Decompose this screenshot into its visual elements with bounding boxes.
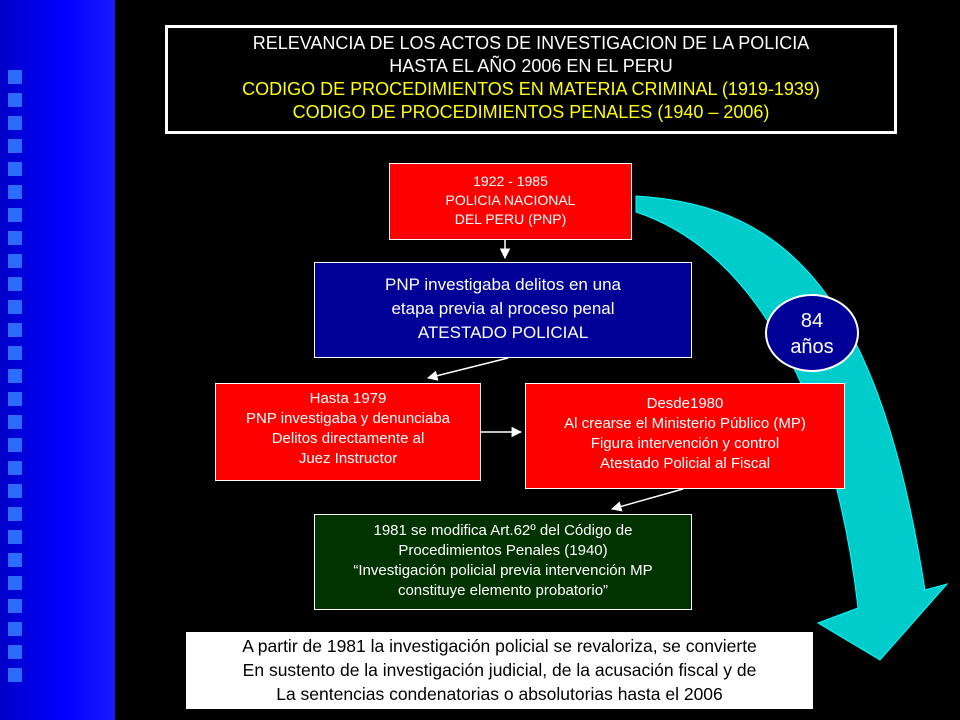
duration-badge: 84 años [765,294,859,372]
pnp-investigation-line: ATESTADO POLICIAL [417,323,589,342]
sidebar-square [8,93,22,107]
reform-1981-box: 1981 se modifica Art.62º del Código de P… [314,514,692,610]
timespan-curved-arrow [635,195,949,661]
sidebar-square [8,507,22,521]
arrow-investigation-to-1979 [426,357,509,381]
since-1980-box: Desde1980 Al crearse el Ministerio Públi… [525,383,845,489]
sidebar-square [8,576,22,590]
conclusion-line: A partir de 1981 la investigación polici… [242,636,757,656]
sidebar-square [8,231,22,245]
sidebar-square [8,484,22,498]
sidebar-square [8,323,22,337]
sidebar-square [8,599,22,613]
sidebar-square [8,369,22,383]
pnp-period-line: POLICIA NACIONAL [445,192,576,208]
sidebar-square [8,415,22,429]
conclusion-line: La sentencias condenatorias o absolutori… [276,684,723,704]
sidebar-square [8,254,22,268]
sidebar-square [8,346,22,360]
sidebar-square [8,162,22,176]
pnp-period-box: 1922 - 1985 POLICIA NACIONAL DEL PERU (P… [389,163,632,240]
reform-1981-line: “Investigación policial previa intervenc… [353,562,653,579]
arrow-1980-to-1981 [610,488,684,512]
since-1980-line: Al crearse el Ministerio Público (MP) [564,415,806,432]
until-1979-line: PNP investigaba y denunciaba [245,410,451,427]
pnp-period-line: 1922 - 1985 [473,173,548,189]
pnp-investigation-line: PNP investigaba delitos en una [385,275,621,294]
sidebar-square [8,185,22,199]
sidebar-square [8,392,22,406]
decorative-sidebar [0,0,115,720]
conclusion-box: A partir de 1981 la investigación polici… [185,631,814,710]
title-line-3: CODIGO DE PROCEDIMIENTOS EN MATERIA CRIM… [242,79,820,99]
sidebar-square [8,70,22,84]
sidebar-square [8,300,22,314]
sidebar-square [8,277,22,291]
reform-1981-line: constituye elemento probatorio” [397,582,609,599]
pnp-investigation-box: PNP investigaba delitos en una etapa pre… [314,262,692,358]
sidebar-square [8,553,22,567]
sidebar-square [8,645,22,659]
until-1979-box: Hasta 1979 PNP investigaba y denunciaba … [215,383,481,481]
since-1980-line: Desde1980 [646,395,724,412]
sidebar-square [8,668,22,682]
pnp-investigation-line: etapa previa al proceso penal [391,299,615,318]
title-line-4: CODIGO DE PROCEDIMIENTOS PENALES (1940 –… [292,102,770,122]
since-1980-line: Atestado Policial al Fiscal [599,455,771,472]
sidebar-square [8,461,22,475]
sidebar-square [8,208,22,222]
duration-unit: años [790,336,834,358]
duration-number: 84 [800,310,824,332]
title-line-2: HASTA EL AÑO 2006 EN EL PERU [389,56,673,76]
reform-1981-line: 1981 se modifica Art.62º del Código de [373,522,633,539]
until-1979-line: Delitos directamente al [271,430,425,447]
slide-title: RELEVANCIA DE LOS ACTOS DE INVESTIGACION… [165,25,897,134]
sidebar-square [8,622,22,636]
sidebar-square [8,438,22,452]
since-1980-line: Figura intervención y control [590,435,780,452]
title-line-1: RELEVANCIA DE LOS ACTOS DE INVESTIGACION… [252,33,810,53]
until-1979-line: Hasta 1979 [309,390,387,407]
sidebar-square [8,530,22,544]
sidebar-square [8,139,22,153]
conclusion-line: En sustento de la investigación judicial… [242,660,757,680]
reform-1981-line: Procedimientos Penales (1940) [398,542,608,559]
until-1979-line: Juez Instructor [298,450,398,467]
pnp-period-line: DEL PERU (PNP) [454,211,567,227]
sidebar-square [8,116,22,130]
